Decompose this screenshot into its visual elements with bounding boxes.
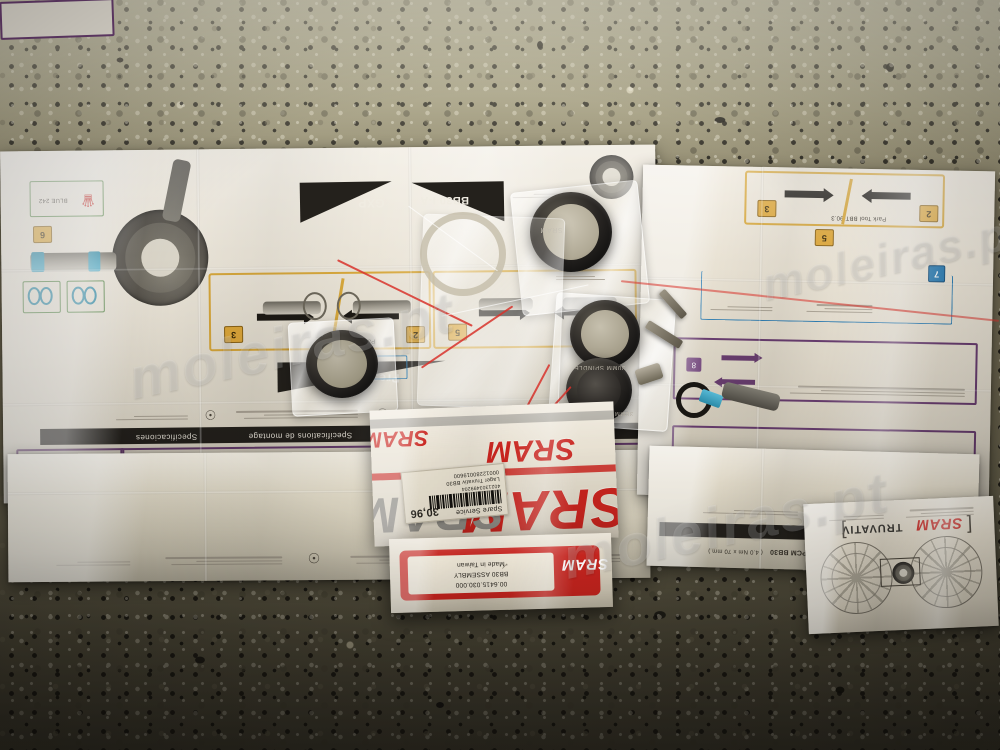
label-part-number: 00.6415.030.000 (455, 579, 508, 589)
spec-torque-right: ( 4.0 Nm x 70 mm ) (707, 547, 763, 555)
step-box-3: 3 (224, 325, 244, 344)
chainring-illustration (111, 209, 209, 307)
box-label-brand: SRAM (561, 555, 609, 574)
bracket-right: ] (840, 519, 847, 541)
wave-washer (420, 212, 506, 296)
step-box-purple: 8 (686, 357, 702, 372)
callout-park-tool-right: Park Tool BBT-90.3 (830, 214, 887, 222)
sram-logo: SRAM (915, 514, 963, 534)
label-product-name: BB30 ASSEMBLY (453, 569, 509, 579)
sram-product-box-bottom: 00.6415.030.000 BB30 ASSEMBLY Made in Ta… (389, 532, 613, 614)
box-brand-mid: SRAM (486, 431, 576, 469)
truvativ-logo: TRUVATIV (840, 520, 903, 536)
gxp-label: GXP (358, 196, 385, 210)
bearing-cup-black-left (306, 330, 378, 398)
purple-box-fragment (0, 0, 115, 40)
bearing-cup-non-drive-side (570, 300, 640, 368)
step-box-6: 6 (32, 225, 53, 244)
bearing-cup-drive-side (530, 192, 612, 272)
bb30-label: BB30 I-A (420, 194, 470, 206)
instruction-sheet-far-right: SRAM TRUVATIV [ ] (803, 495, 999, 635)
step-box-2r: 2 (919, 204, 939, 223)
spec-heading: Specifications de montage (248, 430, 353, 441)
bearing-cup-text-2: 30MM SPINDLE (574, 364, 626, 370)
sram-product-box-top: SRAM SRAM SRAM SRAM Spare Service (369, 401, 619, 547)
spec-pcm-label-right: PCM BB30 (769, 547, 807, 556)
step-box-yellow-r: 5 (814, 228, 834, 247)
label-origin: Made in Taiwan (456, 559, 505, 569)
sticker-price: 30,96 (409, 505, 440, 520)
step-box-blue-7: 7 (927, 265, 946, 283)
spec-heading-2: Specificaciones (135, 432, 198, 443)
label-handwriting: ✓ (501, 560, 510, 571)
note-blue-242: BLUE 242 (38, 196, 68, 204)
box-brand-small: SRAM (369, 425, 430, 453)
bracket-left: [ (966, 513, 973, 536)
box-price-sticker: Spare Service 4021303499204 Lager Truvat… (400, 462, 509, 525)
